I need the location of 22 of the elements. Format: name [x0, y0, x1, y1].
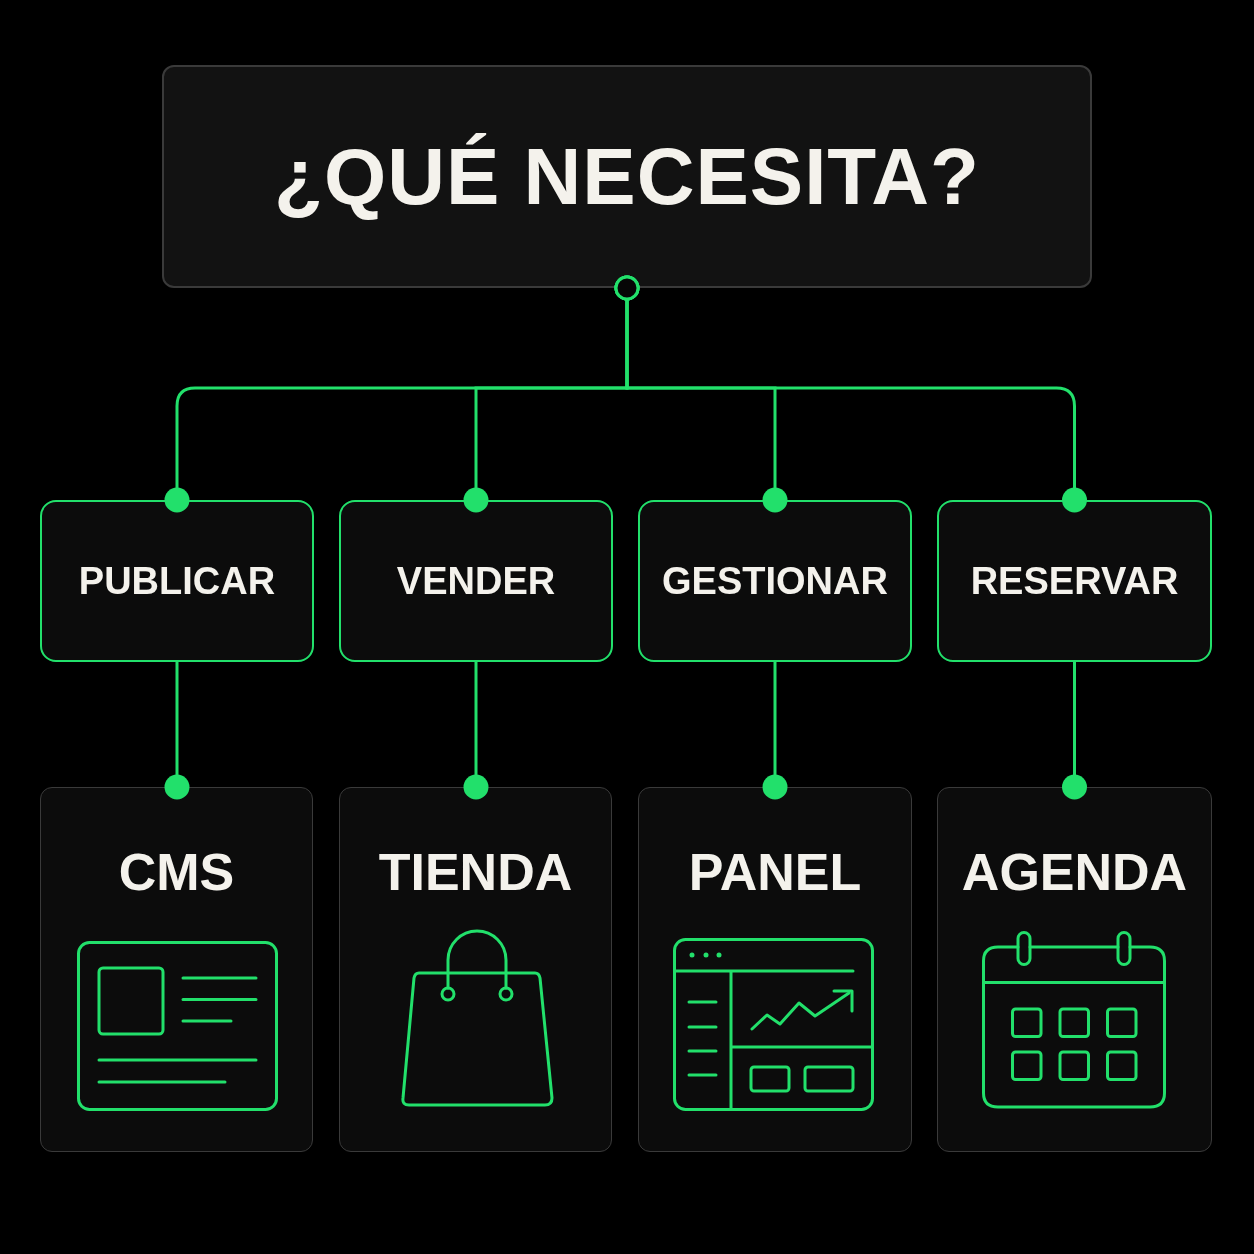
category-label: RESERVAR — [970, 562, 1179, 600]
connector — [762, 662, 788, 800]
category-box — [937, 500, 1212, 662]
category-box — [638, 500, 912, 662]
card-title: AGENDA — [961, 846, 1188, 898]
category-label: GESTIONAR — [662, 562, 888, 600]
solution-card — [937, 787, 1212, 1152]
category-label: VENDER — [396, 562, 556, 600]
category-box — [40, 500, 314, 662]
solution-card — [40, 787, 313, 1152]
category-box — [339, 500, 613, 662]
card-title: PANEL — [688, 846, 862, 898]
card-title: CMS — [118, 846, 235, 898]
connector — [1062, 662, 1087, 800]
card-title: TIENDA — [378, 846, 573, 898]
solution-card — [339, 787, 612, 1152]
connector — [164, 662, 190, 800]
connector — [614, 275, 1087, 513]
solution-card — [638, 787, 912, 1152]
question-box — [162, 65, 1092, 288]
connector — [463, 662, 489, 800]
category-label: PUBLICAR — [78, 562, 276, 600]
